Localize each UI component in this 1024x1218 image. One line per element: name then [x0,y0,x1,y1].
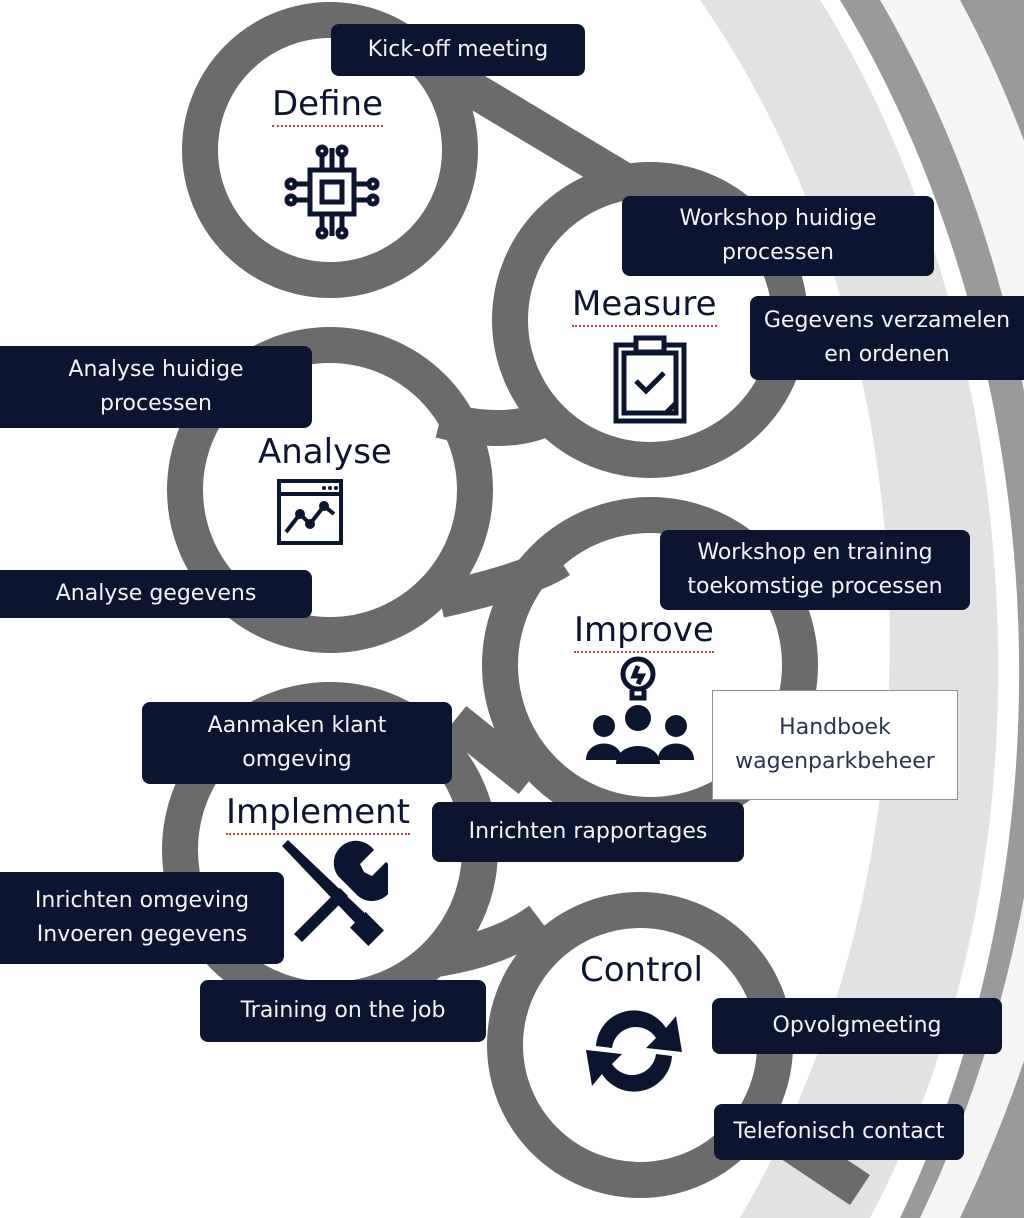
phase-title-control: Control [580,950,703,990]
activity-analyse-huidige-processen: Analyse huidige processen [0,346,312,428]
connector-improve-implement [443,705,542,795]
decor-stripe [880,0,1024,1218]
chip-icon [284,144,380,240]
line-chart-window-icon [277,479,343,545]
phase-title-analyse: Analyse [258,432,392,472]
ring-define [182,2,478,298]
phase-title-define: Define [272,84,383,127]
activity-text: processen [99,391,213,416]
phase-title-implement: Implement [226,792,411,835]
activity-text: processen [721,240,835,265]
activity-text: Workshop huidige [679,206,877,231]
tools-icon [282,840,388,946]
phase-title-measure: Measure [572,284,717,327]
activity-text: Aanmaken klant [207,713,387,738]
activity-text: Opvolgmeeting [772,1013,942,1038]
activity-text: Kick-off meeting [367,37,549,62]
activity-text: Analyse gegevens [55,581,257,606]
clipboard-check-icon [613,335,687,424]
activity-handboek-wagenparkbeheer: Handboek wagenparkbeheer [712,690,958,800]
activity-text: wagenparkbeheer [735,749,935,774]
activity-text: Inrichten omgeving [34,888,250,913]
activity-opvolgmeeting: Opvolgmeeting [712,998,1002,1054]
activity-text: Invoeren gegevens [36,922,248,947]
phase-title-improve: Improve [574,610,714,653]
activity-text: Handboek [779,715,891,740]
activity-text: omgeving [242,747,352,772]
activity-workshop-toekomstige-processen: Workshop en training toekomstige process… [660,530,970,610]
activity-text: toekomstige processen [687,574,943,599]
activity-text: Workshop en training [697,540,933,565]
activity-text: Analyse huidige [68,357,244,382]
ring-analyse [167,327,493,653]
activity-kickoff-meeting: Kick-off meeting [331,24,585,76]
activity-text: Inrichten rapportages [468,819,708,844]
team-idea-icon [586,656,694,764]
activity-telefonisch-contact: Telefonisch contact [714,1104,964,1160]
activity-training-on-the-job: Training on the job [200,980,486,1042]
activity-aanmaken-klant-omgeving: Aanmaken klant omgeving [142,702,452,784]
activity-text: Telefonisch contact [733,1119,945,1144]
activity-workshop-huidige-processen: Workshop huidige processen [622,196,934,276]
activity-text: Gegevens verzamelen [763,308,1011,333]
activity-inrichten-omgeving: Inrichten omgeving Invoeren gegevens [0,872,284,964]
activity-text: en ordenen [824,342,950,367]
activity-analyse-gegevens: Analyse gegevens [0,570,312,618]
activity-gegevens-verzamelen: Gegevens verzamelen en ordenen [750,296,1024,380]
activity-text: Training on the job [240,998,446,1023]
activity-inrichten-rapportages: Inrichten rapportages [432,802,744,862]
refresh-icon [586,1010,682,1092]
